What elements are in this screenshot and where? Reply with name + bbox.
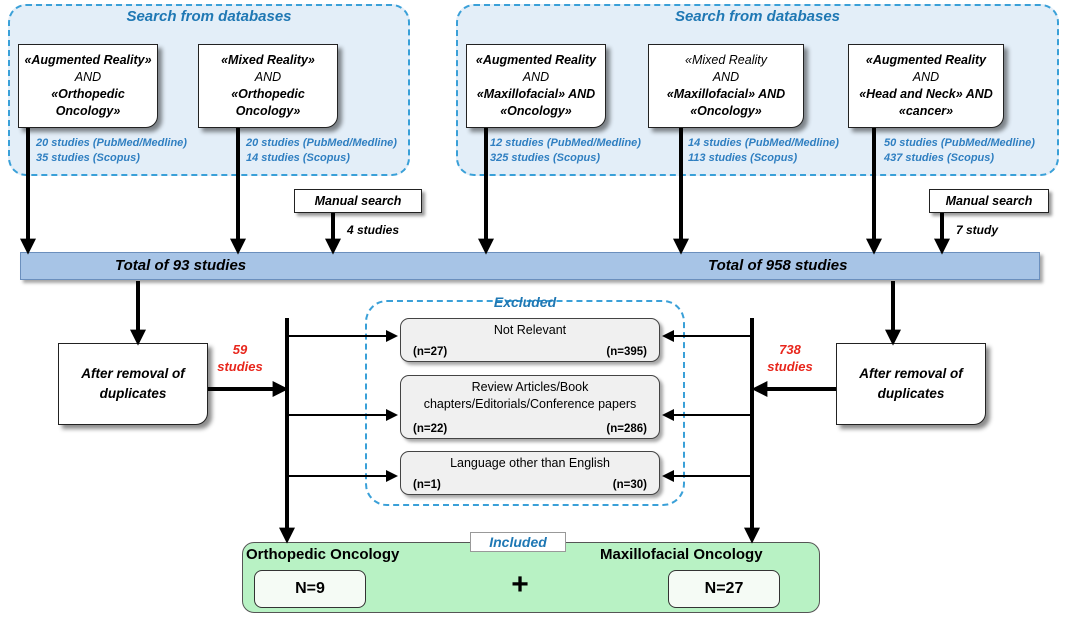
manual-search-right-count: 7 study [956,223,999,237]
duplicates-box-right: After removal of duplicates [836,343,986,425]
query-counts-mr-orthopedic: 20 studies (PubMed/Medline) 14 studies (… [246,137,397,164]
left-group-title: Search from databases [126,8,292,25]
included-title: Included [470,532,566,552]
reason-not-relevant: Not Relevant (n=27) (n=395) [400,318,660,362]
maxillofacial-count-box: N=27 [668,570,780,608]
excluded-title: Excluded [493,294,557,310]
query-counts-mr-maxillofacial: 14 studies (PubMed/Medline) 113 studies … [688,137,839,164]
query-box-ar-head-neck: «Augmented Reality AND «Head and Neck» A… [848,44,1004,128]
orthopedic-count-box: N=9 [254,570,366,608]
total-left: Total of 93 studies [115,257,247,274]
removed-count-left: 59 studies [217,342,263,374]
right-group-title: Search from databases [674,8,841,25]
manual-search-right: Manual search [929,189,1049,213]
included-right-label: Maxillofacial Oncology [600,546,763,563]
reason-review-articles: Review Articles/Book chapters/Editorials… [400,375,660,439]
manual-search-left-count: 4 studies [347,223,400,237]
query-counts-ar-head-neck: 50 studies (PubMed/Medline) 437 studies … [884,137,1035,164]
query-box-mr-orthopedic: «Mixed Reality» AND «Orthopedic Oncology… [198,44,338,128]
query-box-ar-orthopedic: «Augmented Reality» AND «Orthopedic Onco… [18,44,158,128]
totals-bar [20,252,1040,280]
reason-language: Language other than English (n=1) (n=30) [400,451,660,495]
query-counts-ar-orthopedic: 20 studies (PubMed/Medline) 35 studies (… [36,137,187,164]
manual-search-left: Manual search [294,189,422,213]
removed-count-right: 738 studies [767,342,813,374]
duplicates-box-left: After removal of duplicates [58,343,208,425]
query-counts-ar-maxillofacial: 12 studies (PubMed/Medline) 325 studies … [490,137,641,164]
query-box-mr-maxillofacial: «Mixed Reality AND «Maxillofacial» AND «… [648,44,804,128]
included-left-label: Orthopedic Oncology [246,546,400,563]
plus-sign: + [511,568,529,601]
query-box-ar-maxillofacial: «Augmented Reality AND «Maxillofacial» A… [466,44,606,128]
total-right: Total of 958 studies [708,257,848,274]
